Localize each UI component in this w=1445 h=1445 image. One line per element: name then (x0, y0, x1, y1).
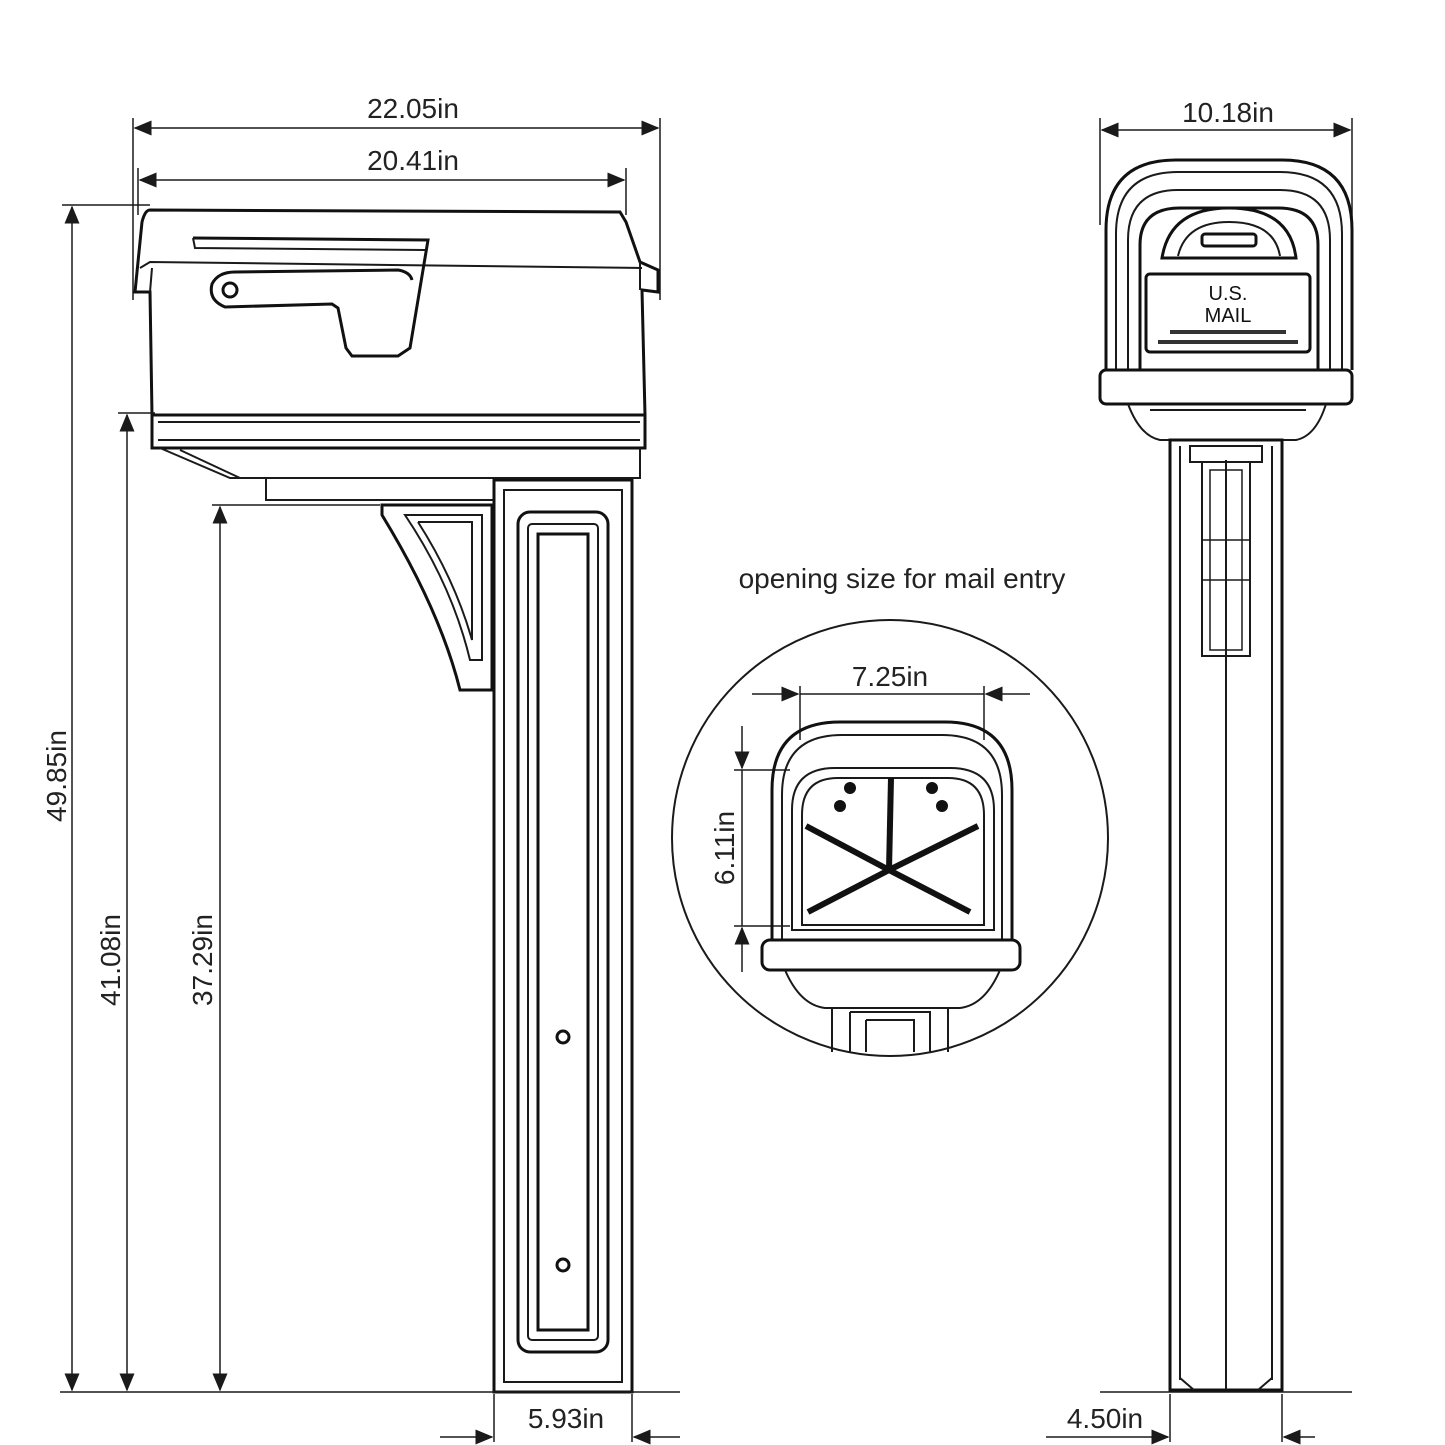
side-post (492, 478, 634, 1394)
mail-flag (192, 236, 430, 358)
dimension-opening-width: 7.25in (752, 661, 1030, 740)
dimension-post-height: 41.08in (95, 412, 155, 1392)
post-height-label: 41.08in (95, 914, 126, 1006)
front-width-label: 10.18in (1182, 97, 1274, 128)
dimension-overall-height: 49.85in (41, 204, 150, 1392)
dimension-front-post-width: 4.50in (1046, 1394, 1315, 1445)
plate-line-us: U.S. (1209, 283, 1248, 305)
bracket-height-label: 37.29in (187, 914, 218, 1006)
dimension-opening-height: 6.11in (709, 726, 790, 972)
body-length-label: 20.41in (367, 145, 459, 176)
mailbox-body (133, 208, 660, 501)
side-post-width-label: 5.93in (528, 1403, 604, 1434)
detail-caption: opening size for mail entry (739, 563, 1066, 594)
front-post (1168, 438, 1284, 1392)
dimension-bracket-height: 37.29in (187, 504, 380, 1392)
front-post-width-label: 4.50in (1067, 1403, 1143, 1434)
front-mailbox-head: U.S. MAIL (1098, 158, 1354, 441)
support-bracket (380, 503, 494, 692)
flap-slits (804, 777, 980, 915)
dimension-side-post-width: 5.93in (440, 1394, 680, 1445)
opening-detail: opening size for mail entry 7.25in 6.11i… (671, 563, 1109, 1057)
opening-width-label: 7.25in (852, 661, 928, 692)
dimension-front-width: 10.18in (1099, 97, 1353, 225)
dimension-overall-length: 22.05in (132, 93, 661, 300)
opening-height-label: 6.11in (709, 811, 740, 885)
overall-length-label: 22.05in (367, 93, 459, 124)
side-view: 22.05in 20.41in (41, 93, 680, 1445)
dimension-body-length: 20.41in (137, 145, 627, 215)
front-view: 10.18in U.S. MAIL (1046, 97, 1354, 1445)
plate-line-mail: MAIL (1205, 305, 1252, 327)
overall-height-label: 49.85in (41, 730, 72, 822)
